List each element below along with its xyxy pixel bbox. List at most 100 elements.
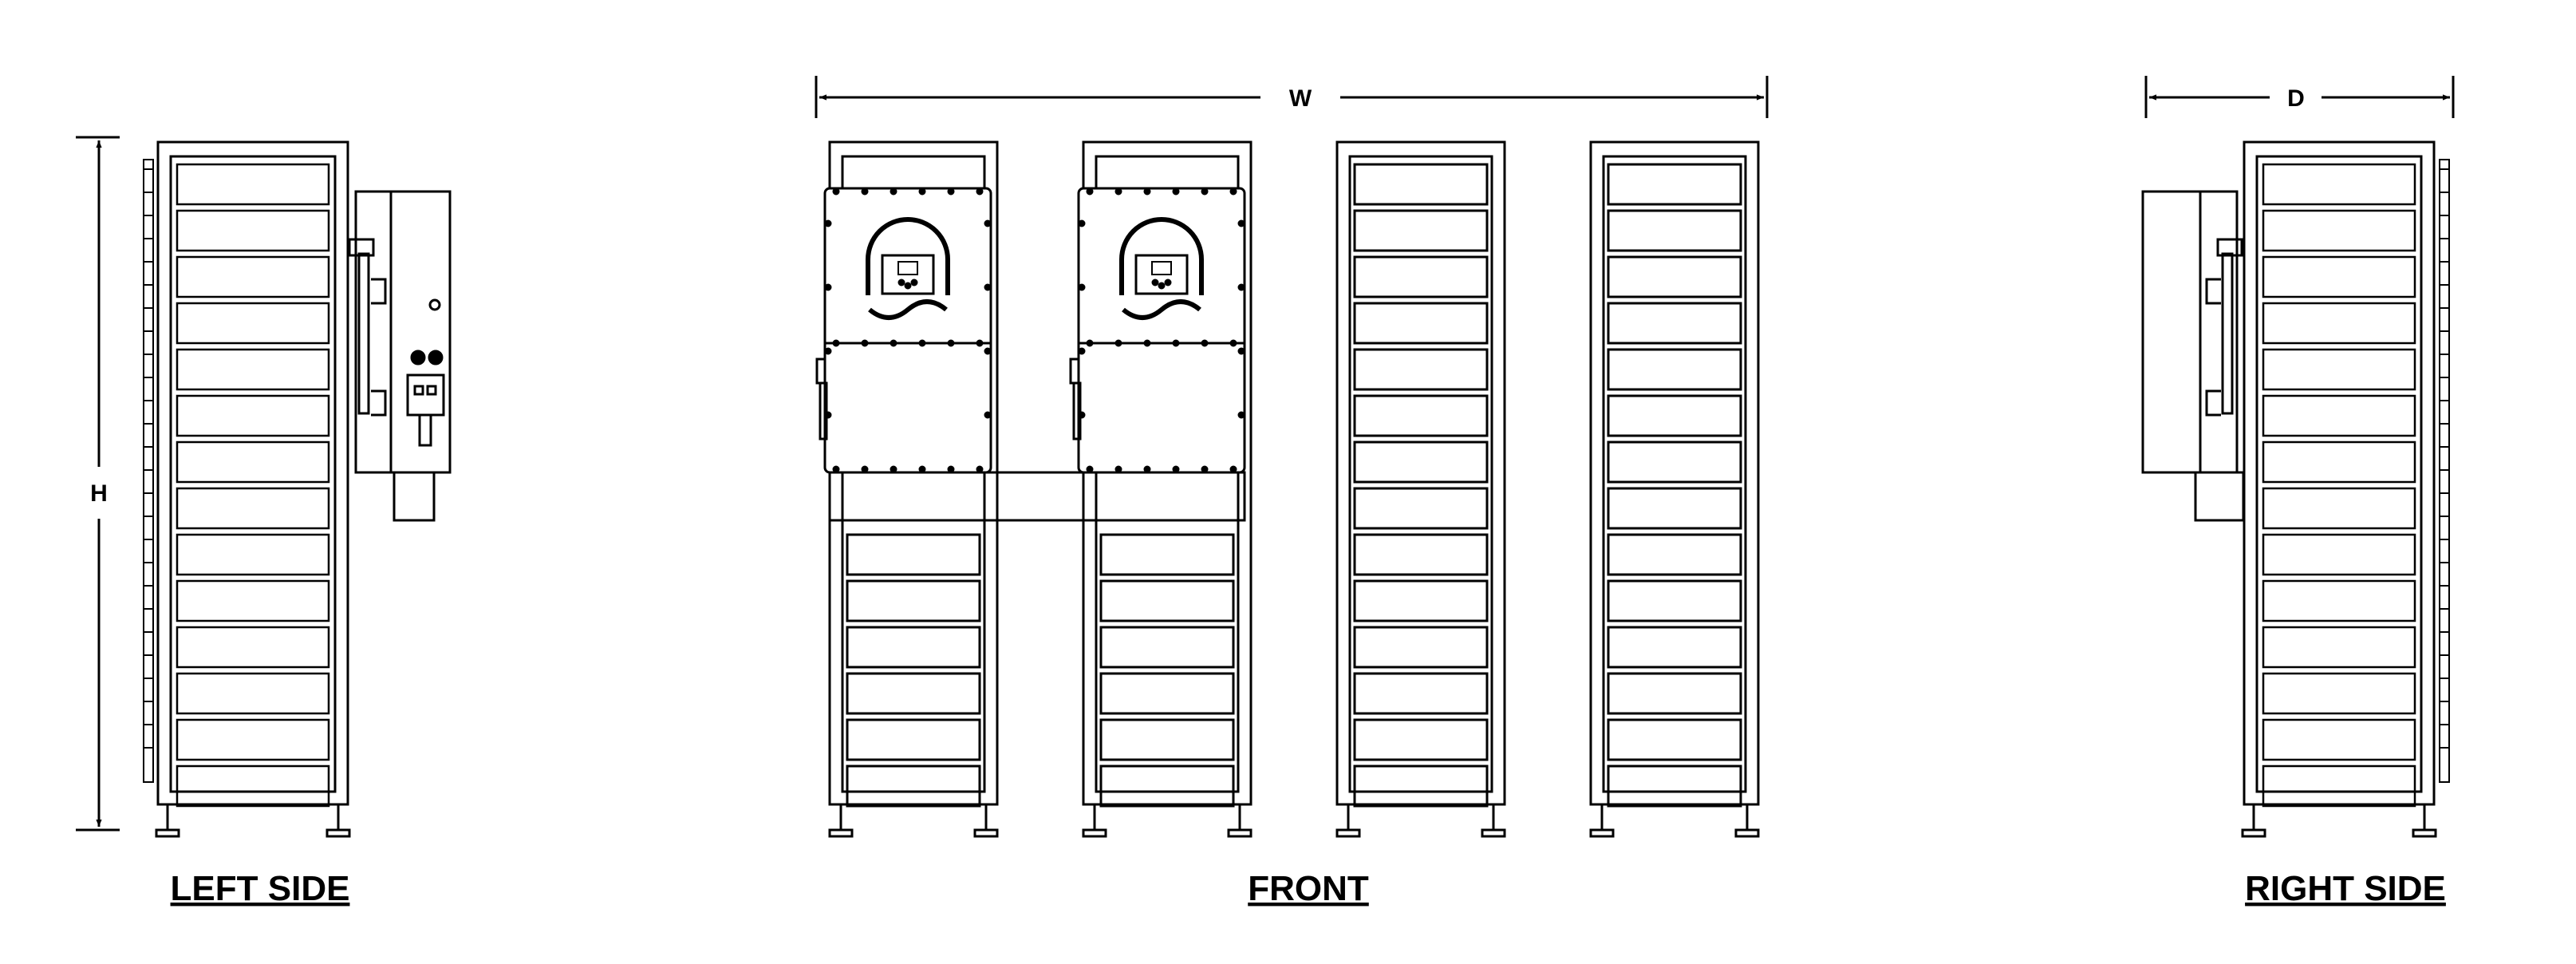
bolt bbox=[1086, 188, 1094, 196]
cabinet-inner-frame bbox=[1602, 155, 1747, 793]
left-shelf bbox=[176, 672, 330, 715]
bolt bbox=[1143, 188, 1151, 196]
width-dimension bbox=[815, 76, 1769, 118]
height-dimension-label: H bbox=[90, 480, 108, 507]
bolt bbox=[824, 219, 832, 227]
battery-module bbox=[1607, 255, 1742, 298]
left-inverter-enclosure bbox=[348, 190, 452, 522]
right-shelf bbox=[2262, 487, 2416, 530]
bolt bbox=[1237, 411, 1245, 419]
battery-module bbox=[846, 718, 981, 761]
front-cabinet bbox=[1589, 140, 1760, 838]
cabinet-foot bbox=[1481, 828, 1506, 838]
battery-module bbox=[1099, 718, 1235, 761]
battery-module bbox=[1607, 579, 1742, 622]
bolt bbox=[1229, 465, 1237, 473]
bolt bbox=[947, 188, 955, 196]
right-side-view bbox=[2141, 140, 2450, 838]
battery-module bbox=[1607, 302, 1742, 345]
battery-module bbox=[1607, 348, 1742, 391]
bolt bbox=[1229, 339, 1237, 347]
right-shelf bbox=[2262, 302, 2416, 345]
right-side-view-label: RIGHT SIDE bbox=[2245, 869, 2446, 908]
battery-module bbox=[1099, 672, 1235, 715]
left-shelf bbox=[176, 626, 330, 669]
battery-module bbox=[1607, 764, 1742, 808]
right-shelf bbox=[2262, 209, 2416, 252]
cabinet-inner-frame bbox=[1348, 155, 1493, 793]
left-shelf bbox=[176, 764, 330, 808]
battery-module bbox=[1099, 626, 1235, 669]
left-cabinet bbox=[143, 140, 349, 808]
battery-module bbox=[1353, 255, 1489, 298]
inverter-mount-bar bbox=[828, 471, 1246, 522]
bolt bbox=[1143, 465, 1151, 473]
display-button bbox=[1164, 279, 1172, 286]
right-inverter-enclosure bbox=[2141, 190, 2245, 522]
bolt bbox=[832, 188, 840, 196]
bolt bbox=[1172, 339, 1180, 347]
left-shelves bbox=[176, 163, 330, 808]
bolt bbox=[947, 339, 955, 347]
right-feet bbox=[2241, 804, 2437, 838]
depth-dimension-label: D bbox=[2287, 85, 2305, 112]
battery-module bbox=[1607, 672, 1742, 715]
bolt bbox=[918, 188, 926, 196]
battery-module bbox=[846, 533, 981, 576]
battery-module bbox=[1607, 626, 1742, 669]
bolt bbox=[918, 465, 926, 473]
battery-module bbox=[1353, 394, 1489, 437]
battery-module bbox=[1099, 764, 1235, 808]
right-shelf bbox=[2262, 348, 2416, 391]
right-shelf bbox=[2262, 672, 2416, 715]
right-rail-ticks bbox=[2440, 168, 2449, 749]
battery-module bbox=[1099, 533, 1235, 576]
left-shelf bbox=[176, 302, 330, 345]
cabinet-inner-frame bbox=[841, 155, 986, 793]
left-rail-ticks bbox=[144, 168, 153, 749]
bolt bbox=[1114, 188, 1122, 196]
battery-module bbox=[846, 626, 981, 669]
bolt bbox=[976, 188, 984, 196]
bolt bbox=[1172, 188, 1180, 196]
bolt bbox=[1237, 283, 1245, 291]
bolt bbox=[984, 283, 992, 291]
display-button bbox=[897, 279, 905, 286]
bolt bbox=[861, 465, 869, 473]
bolt bbox=[984, 219, 992, 227]
bolt bbox=[1201, 188, 1209, 196]
left-side-view-label: LEFT SIDE bbox=[171, 869, 350, 908]
right-shelf bbox=[2262, 626, 2416, 669]
battery-module bbox=[1607, 718, 1742, 761]
right-shelf bbox=[2262, 394, 2416, 437]
display-bezel bbox=[1119, 217, 1204, 295]
cabinet-foot bbox=[1082, 828, 1107, 838]
bolt bbox=[976, 465, 984, 473]
front-view-label: FRONT bbox=[1248, 869, 1369, 908]
bolt bbox=[861, 339, 869, 347]
right-shelf bbox=[2262, 579, 2416, 622]
battery-module bbox=[846, 764, 981, 808]
inverter-side-bracket bbox=[1072, 381, 1082, 441]
bolt bbox=[1143, 339, 1151, 347]
battery-module bbox=[1353, 718, 1489, 761]
left-shelf bbox=[176, 394, 330, 437]
battery-module bbox=[1353, 302, 1489, 345]
front-inverters bbox=[815, 187, 1246, 474]
display-icon bbox=[897, 261, 918, 275]
cabinet-foot bbox=[828, 828, 854, 838]
bolt bbox=[1078, 283, 1086, 291]
bolt bbox=[1229, 188, 1237, 196]
right-shelf bbox=[2262, 533, 2416, 576]
battery-module bbox=[1353, 487, 1489, 530]
inverter-side-bracket bbox=[819, 381, 828, 441]
battery-module bbox=[1607, 441, 1742, 484]
bolt bbox=[890, 188, 897, 196]
bolt bbox=[890, 465, 897, 473]
battery-module bbox=[846, 672, 981, 715]
battery-module bbox=[1607, 163, 1742, 206]
cabinet-foot bbox=[1589, 828, 1615, 838]
bolt bbox=[947, 465, 955, 473]
display-button bbox=[1151, 279, 1159, 286]
battery-module bbox=[846, 579, 981, 622]
